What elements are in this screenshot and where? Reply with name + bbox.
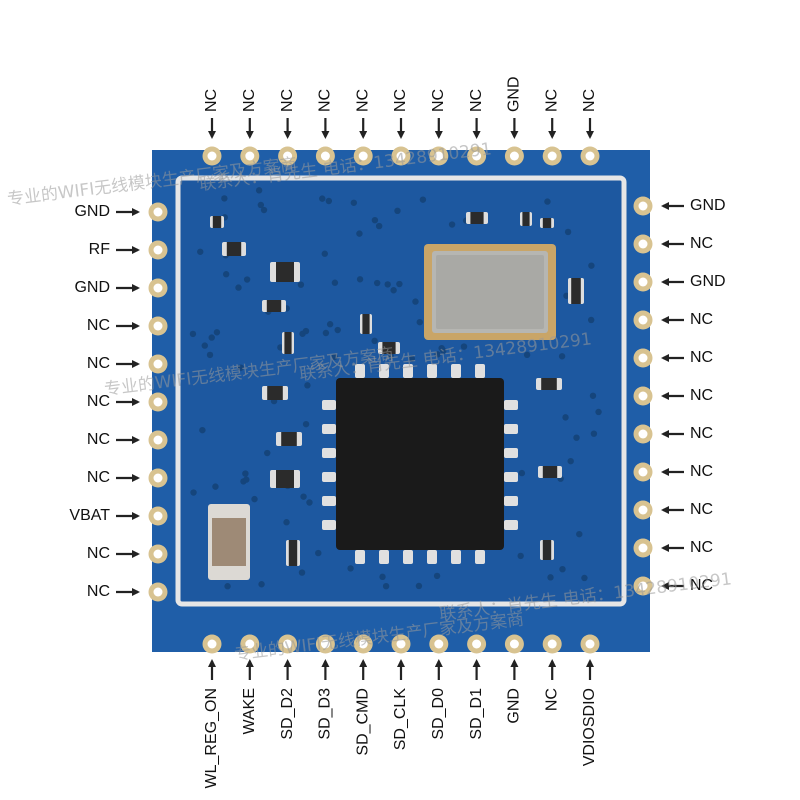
pad-bottom-4 bbox=[315, 634, 335, 654]
pin-label-left-6: NC bbox=[87, 393, 110, 410]
pad-right-2 bbox=[633, 234, 653, 254]
pin-label-right-7: NC bbox=[690, 425, 713, 442]
pin-label-top-8: NC bbox=[468, 89, 485, 112]
pad-right-3 bbox=[633, 272, 653, 292]
pad-top-1 bbox=[202, 146, 222, 166]
pad-right-5 bbox=[633, 348, 653, 368]
pad-bottom-1 bbox=[202, 634, 222, 654]
pad-top-10 bbox=[542, 146, 562, 166]
pad-right-9 bbox=[633, 500, 653, 520]
pin-label-right-6: NC bbox=[690, 387, 713, 404]
pin-label-top-7: NC bbox=[430, 89, 447, 112]
pin-labels: NC NC NC NC NC NC NC NC GND NC NC WL_REG_ON WAKE SD_D… bbox=[69, 76, 725, 788]
pin-label-bottom-5: SD_CMD bbox=[354, 688, 371, 756]
pad-bottom-3 bbox=[278, 634, 298, 654]
pin-label-top-2: NC bbox=[241, 89, 258, 112]
pad-top-7 bbox=[429, 146, 449, 166]
pin-label-left-7: NC bbox=[87, 431, 110, 448]
pad-top-2 bbox=[240, 146, 260, 166]
pin-label-bottom-7: SD_D0 bbox=[430, 688, 447, 740]
pad-right-11 bbox=[633, 576, 653, 596]
pin-label-right-2: NC bbox=[690, 235, 713, 252]
pad-left-1 bbox=[148, 202, 168, 222]
pin-label-right-4: NC bbox=[690, 311, 713, 328]
pad-left-7 bbox=[148, 430, 168, 450]
pin-label-right-9: NC bbox=[690, 501, 713, 518]
castellated-pads bbox=[148, 146, 653, 654]
pad-right-1 bbox=[633, 196, 653, 216]
pin-arrows bbox=[116, 118, 684, 680]
pad-right-4 bbox=[633, 310, 653, 330]
pad-left-9 bbox=[148, 506, 168, 526]
pin-label-right-5: NC bbox=[690, 349, 713, 366]
pin-label-right-1: GND bbox=[690, 197, 726, 214]
pad-bottom-6 bbox=[391, 634, 411, 654]
pad-bottom-8 bbox=[467, 634, 487, 654]
pin-label-top-6: NC bbox=[392, 89, 409, 112]
pad-left-10 bbox=[148, 544, 168, 564]
pin-label-bottom-9: GND bbox=[506, 688, 523, 724]
pin-label-left-1: GND bbox=[74, 203, 110, 220]
pin-label-top-4: NC bbox=[317, 89, 334, 112]
crystal-oscillator bbox=[424, 244, 556, 340]
pin-label-left-9: VBAT bbox=[69, 507, 110, 524]
pin-label-bottom-2: WAKE bbox=[241, 688, 258, 735]
pad-bottom-11 bbox=[580, 634, 600, 654]
pad-right-6 bbox=[633, 386, 653, 406]
pad-top-11 bbox=[580, 146, 600, 166]
pin-label-top-1: NC bbox=[203, 89, 220, 112]
pin-label-top-9: GND bbox=[506, 76, 523, 112]
pad-left-5 bbox=[148, 354, 168, 374]
pad-bottom-10 bbox=[542, 634, 562, 654]
pin-label-left-2: RF bbox=[89, 241, 111, 258]
pad-right-10 bbox=[633, 538, 653, 558]
pad-bottom-7 bbox=[429, 634, 449, 654]
pin-label-top-11: NC bbox=[581, 89, 598, 112]
pin-label-bottom-10: NC bbox=[543, 688, 560, 711]
chip-pads bbox=[322, 364, 518, 564]
large-capacitor bbox=[208, 504, 250, 580]
pin-label-left-8: NC bbox=[87, 469, 110, 486]
pin-label-right-3: GND bbox=[690, 273, 726, 290]
pin-label-bottom-6: SD_CLK bbox=[392, 688, 409, 751]
pin-label-top-3: NC bbox=[279, 89, 296, 112]
pad-top-5 bbox=[353, 146, 373, 166]
passive-components bbox=[210, 212, 584, 566]
pin-label-bottom-3: SD_D2 bbox=[279, 688, 296, 740]
pin-label-left-3: GND bbox=[74, 279, 110, 296]
pin-label-top-5: NC bbox=[354, 89, 371, 112]
pin-label-left-4: NC bbox=[87, 317, 110, 334]
pad-left-4 bbox=[148, 316, 168, 336]
pin-label-right-11: NC bbox=[690, 577, 713, 594]
pad-bottom-9 bbox=[504, 634, 524, 654]
pad-left-8 bbox=[148, 468, 168, 488]
pad-top-9 bbox=[504, 146, 524, 166]
pcb-board bbox=[152, 150, 650, 652]
pin-label-bottom-1: WL_REG_ON bbox=[203, 688, 220, 788]
pad-right-8 bbox=[633, 462, 653, 482]
pad-left-3 bbox=[148, 278, 168, 298]
pin-label-left-10: NC bbox=[87, 545, 110, 562]
pin-label-right-10: NC bbox=[690, 539, 713, 556]
pin-label-top-10: NC bbox=[543, 89, 560, 112]
pin-label-bottom-8: SD_D1 bbox=[468, 688, 485, 740]
pad-left-2 bbox=[148, 240, 168, 260]
pad-top-6 bbox=[391, 146, 411, 166]
pin-label-left-5: NC bbox=[87, 355, 110, 372]
pad-top-3 bbox=[278, 146, 298, 166]
pad-bottom-5 bbox=[353, 634, 373, 654]
pad-right-7 bbox=[633, 424, 653, 444]
pad-bottom-2 bbox=[240, 634, 260, 654]
pin-label-right-8: NC bbox=[690, 463, 713, 480]
pin-label-bottom-11: VDIOSDIO bbox=[581, 688, 598, 766]
pad-left-6 bbox=[148, 392, 168, 412]
pin-label-left-11: NC bbox=[87, 583, 110, 600]
pad-left-11 bbox=[148, 582, 168, 602]
pin-label-bottom-4: SD_D3 bbox=[317, 688, 334, 740]
pad-top-8 bbox=[467, 146, 487, 166]
pad-top-4 bbox=[315, 146, 335, 166]
main-chip bbox=[322, 364, 518, 564]
